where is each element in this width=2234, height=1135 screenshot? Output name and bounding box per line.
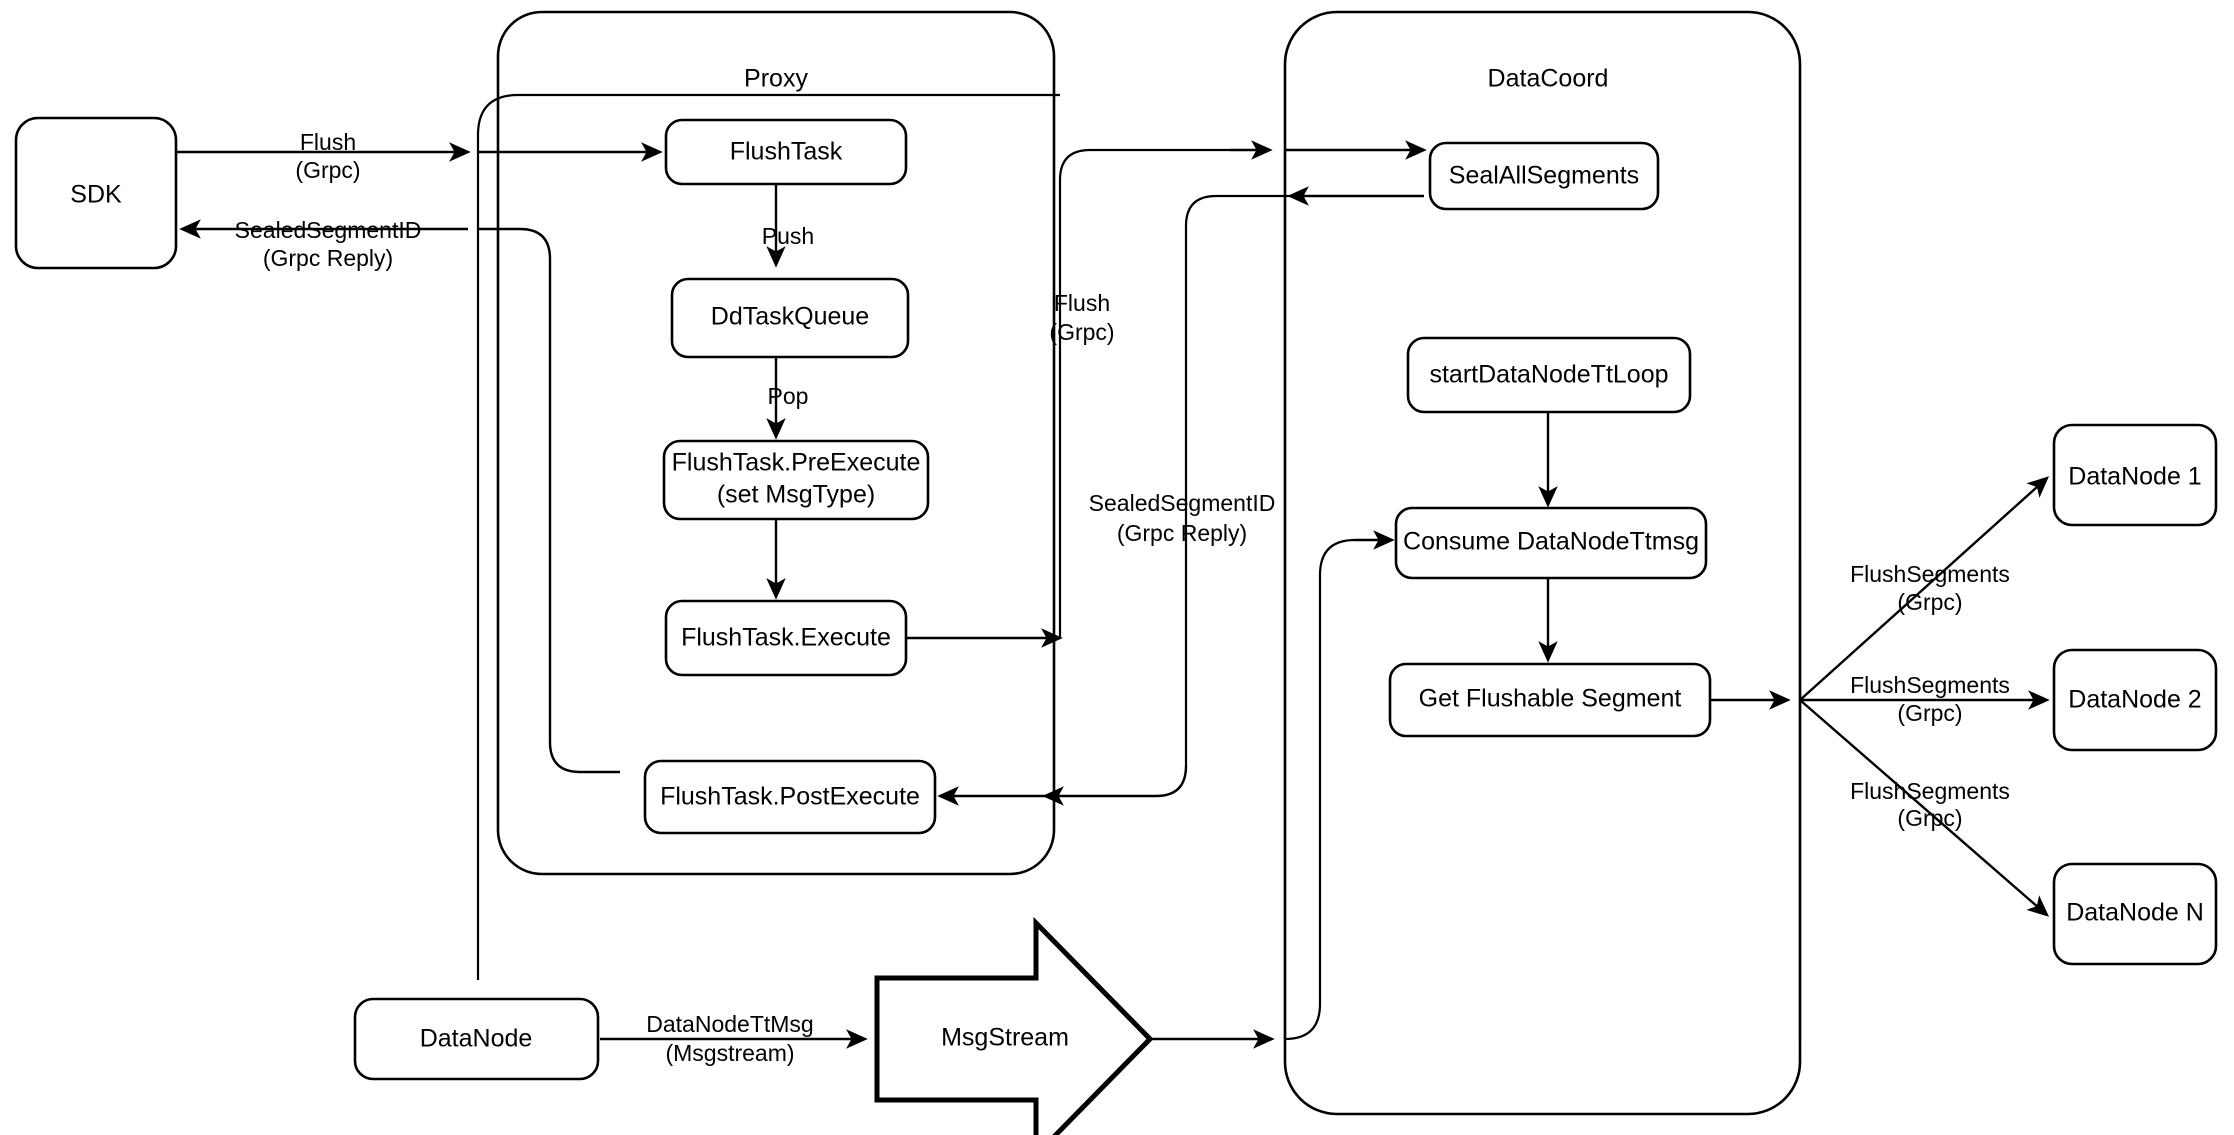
datanode-2-label: DataNode 2: [2068, 686, 2201, 714]
get-flushable-segment-label: Get Flushable Segment: [1419, 685, 1682, 713]
edge-label-sdk-to-proxy: Flush (Grpc): [295, 129, 360, 183]
edge-label-flushsegments-n: FlushSegments (Grpc): [1850, 778, 2010, 831]
preexecute-box[interactable]: [662, 439, 930, 521]
edge-label-flushsegments-n-line2: (Grpc): [1897, 805, 1962, 831]
rail-proxy-top: [476, 93, 1060, 136]
edge-label-datanode-to-msgstream: DataNodeTtMsg (Msgstream): [646, 1011, 813, 1066]
datanode-2-box[interactable]: [2052, 648, 2218, 752]
startdatanodettloop-box[interactable]: [1406, 336, 1692, 414]
edge-label-flush-line2: (Grpc): [295, 157, 360, 183]
sdk-label: SDK: [70, 181, 122, 209]
datanode-1-box[interactable]: [2052, 423, 2218, 527]
edge-label-sealedsegmentid-line1: SealedSegmentID: [235, 217, 422, 243]
edge-label-flushsegments-2-line2: (Grpc): [1897, 700, 1962, 726]
datanode-bottom-box[interactable]: [353, 997, 600, 1081]
edge-label-flush-grpc-line2: (Grpc): [1049, 319, 1114, 345]
node-flushtask-preexecute[interactable]: FlushTask.PreExecute (set MsgType): [662, 439, 930, 521]
node-msgstream[interactable]: MsgStream: [874, 916, 1154, 1135]
sdk-box[interactable]: [14, 116, 178, 270]
edge-label-pop-text: Pop: [768, 383, 809, 409]
node-flushtask-postexecute[interactable]: FlushTask.PostExecute: [643, 759, 937, 835]
flushtask-label: FlushTask: [730, 138, 843, 166]
edge-label-flush-grpc-line1: Flush: [1054, 290, 1110, 316]
execute-label: FlushTask.Execute: [681, 624, 891, 652]
node-datanode-2[interactable]: DataNode 2: [2052, 648, 2218, 752]
edge-label-proxy-to-sdk: SealedSegmentID (Grpc Reply): [235, 217, 422, 271]
edge-label-flushsegments-1-line1: FlushSegments: [1850, 561, 2010, 587]
edge-postexecute-to-reply-rail: [478, 227, 620, 774]
edge-hub-to-datanode1: [1799, 476, 2050, 701]
node-datanode-1[interactable]: DataNode 1: [2052, 423, 2218, 527]
datanode-bottom-label: DataNode: [420, 1025, 533, 1053]
node-flushtask[interactable]: FlushTask: [664, 118, 908, 186]
node-get-flushable-segment[interactable]: Get Flushable Segment: [1388, 662, 1712, 738]
datacoord-container-label: DataCoord: [1488, 65, 1609, 93]
node-ddtaskqueue[interactable]: DdTaskQueue: [670, 277, 910, 359]
preexecute-label-line1: FlushTask.PreExecute: [672, 449, 921, 477]
edge-label-reply-line1: SealedSegmentID: [1089, 490, 1276, 516]
ddtaskqueue-label: DdTaskQueue: [711, 303, 869, 331]
datanode-n-box[interactable]: [2052, 862, 2218, 966]
datanode-n-label: DataNode N: [2066, 899, 2204, 927]
sealallsegments-label: SealAllSegments: [1449, 162, 1639, 190]
ddtaskqueue-box[interactable]: [670, 277, 910, 359]
edge-label-flushsegments-1: FlushSegments (Grpc): [1850, 561, 2010, 615]
edge-label-datacoord-to-proxy: SealedSegmentID (Grpc Reply): [1089, 490, 1276, 546]
msgstream-label: MsgStream: [941, 1024, 1069, 1052]
edge-label-push: Push: [762, 223, 814, 249]
rail-flush-grpc-up: [1058, 148, 1230, 638]
edge-label-flushsegments-2: FlushSegments (Grpc): [1850, 672, 2010, 726]
node-sdk[interactable]: SDK: [14, 116, 178, 270]
edge-label-datanodettmsg-line1: DataNodeTtMsg: [646, 1011, 813, 1037]
node-datanode-n[interactable]: DataNode N: [2052, 862, 2218, 966]
proxy-container-outline: [496, 10, 1056, 876]
postexecute-box[interactable]: [643, 759, 937, 835]
proxy-container-label: Proxy: [744, 65, 808, 93]
postexecute-label: FlushTask.PostExecute: [660, 783, 920, 811]
edge-hub-to-datanoden: [1799, 699, 2050, 917]
msgstream-block-arrow[interactable]: [874, 916, 1154, 1135]
edge-label-proxy-to-datacoord: Flush (Grpc): [1049, 290, 1114, 345]
edge-label-sealedsegmentid-line2: (Grpc Reply): [263, 245, 393, 271]
get-flushable-segment-box[interactable]: [1388, 662, 1712, 738]
preexecute-label-line2: (set MsgType): [717, 481, 875, 509]
edge-label-datanodettmsg-line2: (Msgstream): [665, 1040, 794, 1066]
consume-datanodettmsg-box[interactable]: [1394, 506, 1708, 580]
rail-sealedsegmentid-down: [1184, 194, 1290, 766]
rail-ttmsg-up: [1284, 538, 1356, 1041]
edge-label-flushsegments-1-line2: (Grpc): [1897, 589, 1962, 615]
datanode-1-label: DataNode 1: [2068, 463, 2201, 491]
edge-label-flush-line1: Flush: [300, 129, 356, 155]
edge-sealedsegmentid-to-postexecute-rail: [1042, 765, 1188, 806]
node-startdatanodettloop[interactable]: startDataNodeTtLoop: [1406, 336, 1692, 414]
consume-datanodettmsg-label: Consume DataNodeTtmsg: [1403, 528, 1699, 556]
edge-label-flushsegments-2-line1: FlushSegments: [1850, 672, 2010, 698]
startdatanodettloop-label: startDataNodeTtLoop: [1429, 361, 1668, 389]
edge-label-reply-line2: (Grpc Reply): [1117, 520, 1247, 546]
node-sealallsegments[interactable]: SealAllSegments: [1428, 141, 1660, 211]
node-flushtask-execute[interactable]: FlushTask.Execute: [664, 599, 908, 677]
node-datanode-bottom[interactable]: DataNode: [353, 997, 600, 1081]
edge-label-flushsegments-n-line1: FlushSegments: [1850, 778, 2010, 804]
container-proxy: Proxy: [496, 10, 1056, 876]
execute-box[interactable]: [664, 599, 908, 677]
flushtask-box[interactable]: [664, 118, 908, 186]
node-consume-datanodettmsg[interactable]: Consume DataNodeTtmsg: [1394, 506, 1708, 580]
edge-label-push-text: Push: [762, 223, 814, 249]
edge-label-pop: Pop: [768, 383, 809, 409]
sealallsegments-box[interactable]: [1428, 141, 1660, 211]
